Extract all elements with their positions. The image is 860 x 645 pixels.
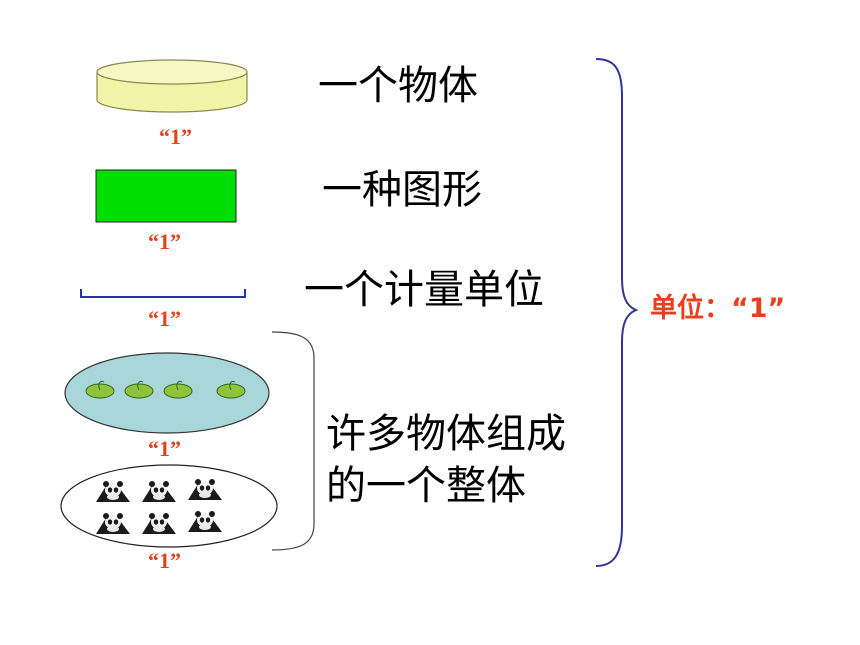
unit-label: “1” xyxy=(159,124,192,149)
cylinder-icon xyxy=(96,59,248,113)
unit-label: “1” xyxy=(148,306,181,331)
leaf-plate-icon xyxy=(64,352,270,434)
item-description: 一种图形 xyxy=(322,167,482,213)
leaf-icon xyxy=(85,381,115,399)
panda-group-icon xyxy=(60,464,278,548)
summary-value: “1” xyxy=(731,293,786,324)
summary-prefix: 单位： xyxy=(650,293,731,324)
group-bracket xyxy=(271,331,315,551)
leaf-icon xyxy=(163,381,193,399)
item-description: 一个物体 xyxy=(318,63,478,109)
leaf-icon xyxy=(124,381,154,399)
group-description-line: 许多物体组成 xyxy=(326,411,566,457)
unit-label: “1” xyxy=(148,436,181,461)
line-segment-icon xyxy=(80,289,246,298)
group-description-line: 的一个整体 xyxy=(326,463,526,509)
unit-label: “1” xyxy=(148,229,181,254)
item-description: 一个计量单位 xyxy=(304,267,544,313)
rectangle-icon xyxy=(95,169,237,223)
summary-text: 单位：“1” xyxy=(650,293,785,325)
unit-label: “1” xyxy=(148,548,181,573)
summary-brace xyxy=(595,58,639,567)
leaf-icon xyxy=(216,381,246,399)
